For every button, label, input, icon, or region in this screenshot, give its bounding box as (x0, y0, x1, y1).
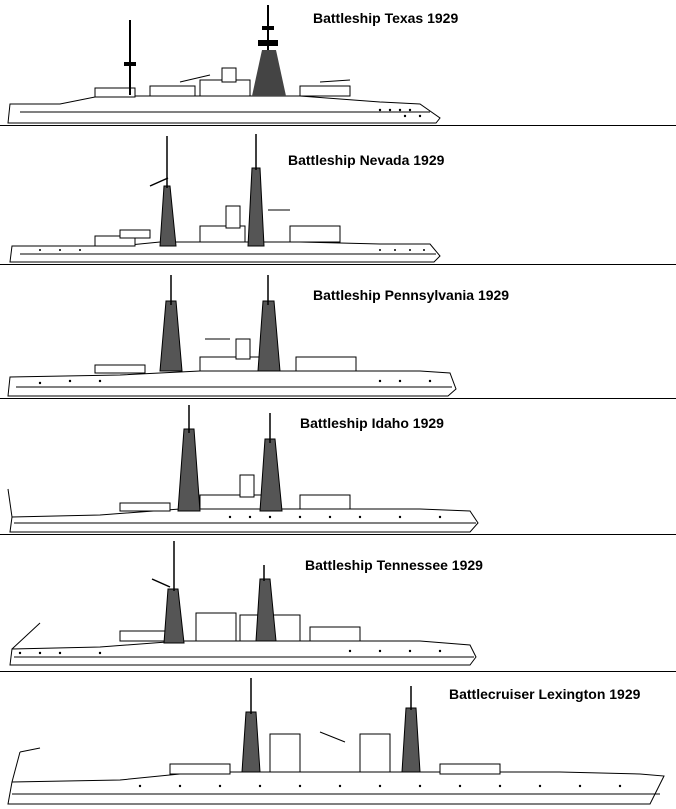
ship-profile-nevada (0, 126, 676, 264)
panel-tennessee: Battleship Tennessee 1929 (0, 535, 676, 671)
divider-3 (0, 398, 676, 399)
caption-pennsylvania: Battleship Pennsylvania 1929 (313, 287, 510, 303)
divider-4 (0, 534, 676, 535)
ship-profile-idaho (0, 399, 676, 534)
ship-profile-texas (0, 0, 676, 125)
caption-idaho: Battleship Idaho 1929 (300, 415, 444, 431)
panel-idaho: Battleship Idaho 1929 (0, 399, 676, 534)
caption-lexington: Battlecruiser Lexington 1929 (449, 686, 641, 702)
divider-1 (0, 125, 676, 126)
ship-profile-pennsylvania (0, 265, 676, 398)
ship-profile-lexington (0, 672, 676, 809)
divider-5 (0, 671, 676, 672)
panel-pennsylvania: Battleship Pennsylvania 1929 (0, 265, 676, 398)
caption-tennessee: Battleship Tennessee 1929 (305, 557, 483, 573)
caption-nevada: Battleship Nevada 1929 (288, 152, 445, 168)
panel-lexington: Battlecruiser Lexington 1929 (0, 672, 676, 809)
divider-2 (0, 264, 676, 265)
caption-texas: Battleship Texas 1929 (313, 10, 459, 26)
ship-profile-tennessee (0, 535, 676, 671)
panel-nevada: Battleship Nevada 1929 (0, 126, 676, 264)
panel-texas: Battleship Texas 1929 (0, 0, 676, 125)
